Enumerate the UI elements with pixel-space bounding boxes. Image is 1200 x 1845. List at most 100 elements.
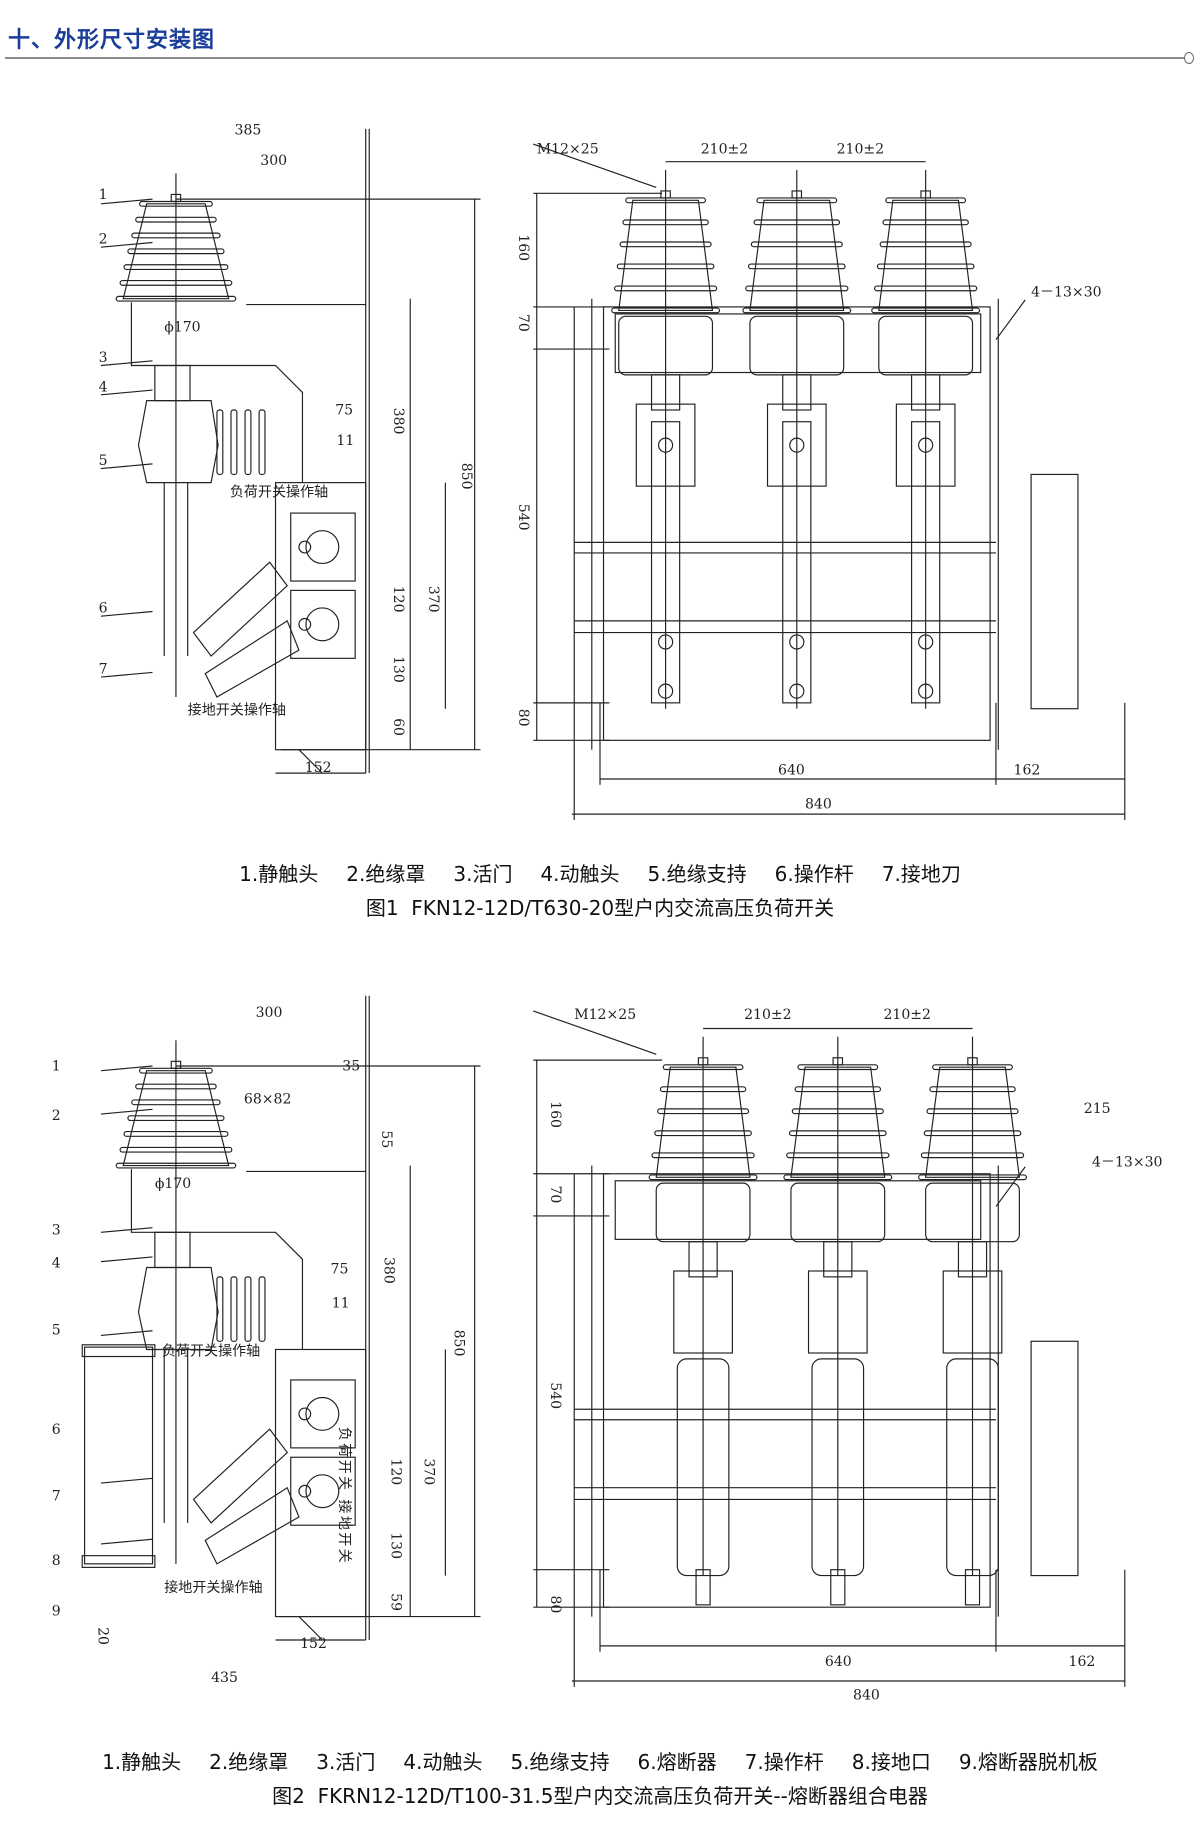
insulating-support <box>137 400 219 484</box>
load-switch-plate <box>290 1379 356 1449</box>
bolt-hole <box>918 683 934 699</box>
bolt-hole <box>657 634 674 650</box>
bolt-label: M12×25 <box>574 1007 636 1023</box>
insulator-body <box>122 1070 230 1167</box>
load-switch-shaft-label: 负荷开关操作轴 <box>162 1343 260 1359</box>
part-number: 8 <box>52 1553 61 1569</box>
dim-80: 80 <box>547 1595 563 1613</box>
part-number: 5 <box>99 453 108 469</box>
moving-contact <box>823 1241 853 1278</box>
insulator-body <box>618 199 714 312</box>
bolt-hole <box>298 1484 312 1498</box>
part-item: 3.活门 <box>453 862 513 886</box>
dim-120: 120 <box>390 586 406 613</box>
fuse-tube <box>676 1358 730 1577</box>
insulator-body <box>924 1066 1021 1178</box>
dim-55: 55 <box>378 1130 394 1148</box>
moving-contact <box>957 1241 988 1278</box>
leader-line <box>100 1477 153 1484</box>
dim-215: 215 <box>1084 1101 1111 1117</box>
insulator-body <box>655 1066 751 1178</box>
part-number: 3 <box>99 350 108 366</box>
leader-line <box>100 1256 153 1263</box>
part-number: 1 <box>52 1059 61 1075</box>
bolt-hole <box>918 634 934 650</box>
leader-line <box>100 1108 153 1115</box>
pitch-left: 210±2 <box>701 141 749 157</box>
dim-300: 300 <box>260 153 287 169</box>
dim-380: 380 <box>390 408 406 435</box>
part-item: 7.操作杆 <box>744 1750 824 1774</box>
dim-540: 540 <box>515 504 531 531</box>
load-switch-vertical-label: 负荷开关 <box>336 1427 352 1493</box>
earth-switch-insulator <box>204 1486 300 1565</box>
dim-370: 370 <box>420 1458 436 1485</box>
pitch-right: 210±2 <box>883 1007 931 1023</box>
dim-385: 385 <box>235 123 262 139</box>
insulating-support <box>137 1266 219 1351</box>
dim-370: 370 <box>425 586 441 613</box>
switch-frame <box>602 306 991 741</box>
fuse-cylinder <box>83 1346 154 1565</box>
insulator-body <box>122 203 230 300</box>
support-head <box>895 403 956 487</box>
holes-label: 4－13×30 <box>1031 284 1102 300</box>
bolt-hole <box>657 683 674 699</box>
pitch-left: 210±2 <box>744 1007 792 1023</box>
bolt-hole <box>918 437 934 453</box>
fig1-caption: 图1 FKN12-12D/T630-20型户内交流高压负荷开关 <box>365 896 835 920</box>
leader-line <box>995 1166 1026 1207</box>
support-head <box>807 1270 868 1354</box>
fig1-front-view: M12×25 210±2 210±2 4－13×30 160 70 540 80… <box>515 141 1101 812</box>
support-head <box>673 1270 733 1354</box>
bolt-hole <box>298 617 312 631</box>
fuse-striker <box>964 1569 981 1606</box>
holes-label: 4－13×30 <box>1092 1155 1163 1171</box>
dim-59: 59 <box>387 1593 403 1611</box>
support-shed <box>244 409 252 476</box>
divider-end-circle <box>1184 52 1194 64</box>
insulator-body <box>749 199 845 312</box>
part-item: 9.熔断器脱机板 <box>958 1750 1098 1774</box>
pitch-right: 210±2 <box>837 141 885 157</box>
fuse-striker <box>830 1569 846 1606</box>
insulator-cover <box>130 1169 304 1350</box>
load-switch-plate <box>290 512 356 582</box>
leader-line <box>100 671 153 678</box>
dim-162: 162 <box>1014 762 1041 778</box>
support-head <box>942 1270 1003 1354</box>
part-number: 7 <box>99 662 108 678</box>
part-number: 2 <box>52 1108 61 1124</box>
bolt-hole <box>298 1407 312 1421</box>
support-shed <box>258 409 266 476</box>
part-number: 6 <box>52 1422 61 1438</box>
support-shed <box>258 1276 266 1342</box>
leader-line <box>533 143 657 188</box>
dim-540: 540 <box>547 1382 563 1409</box>
fuse-striker <box>695 1569 711 1606</box>
dim-70: 70 <box>515 314 531 332</box>
leader-line <box>100 360 153 367</box>
part-item: 3.活门 <box>316 1750 376 1774</box>
load-switch-insulator <box>192 1428 289 1524</box>
dim-60: 60 <box>390 718 406 736</box>
part-item: 4.动触头 <box>403 1750 483 1774</box>
part-item: 1.静触头 <box>102 1750 182 1774</box>
leader-line <box>533 1010 657 1055</box>
part-item: 4.动触头 <box>540 862 620 886</box>
dim-850: 850 <box>458 463 474 490</box>
part-number: 6 <box>99 601 108 617</box>
part-number: 5 <box>52 1322 61 1338</box>
part-item: 6.熔断器 <box>637 1750 717 1774</box>
part-item: 7.接地刀 <box>881 862 961 886</box>
operating-panel <box>274 1348 367 1618</box>
dim-380: 380 <box>380 1257 396 1284</box>
earth-switch-shaft <box>305 1474 340 1509</box>
insulator-cover <box>130 302 304 483</box>
support-shed <box>230 409 238 476</box>
dim-152: 152 <box>305 760 332 776</box>
dim-75: 75 <box>331 1261 349 1277</box>
